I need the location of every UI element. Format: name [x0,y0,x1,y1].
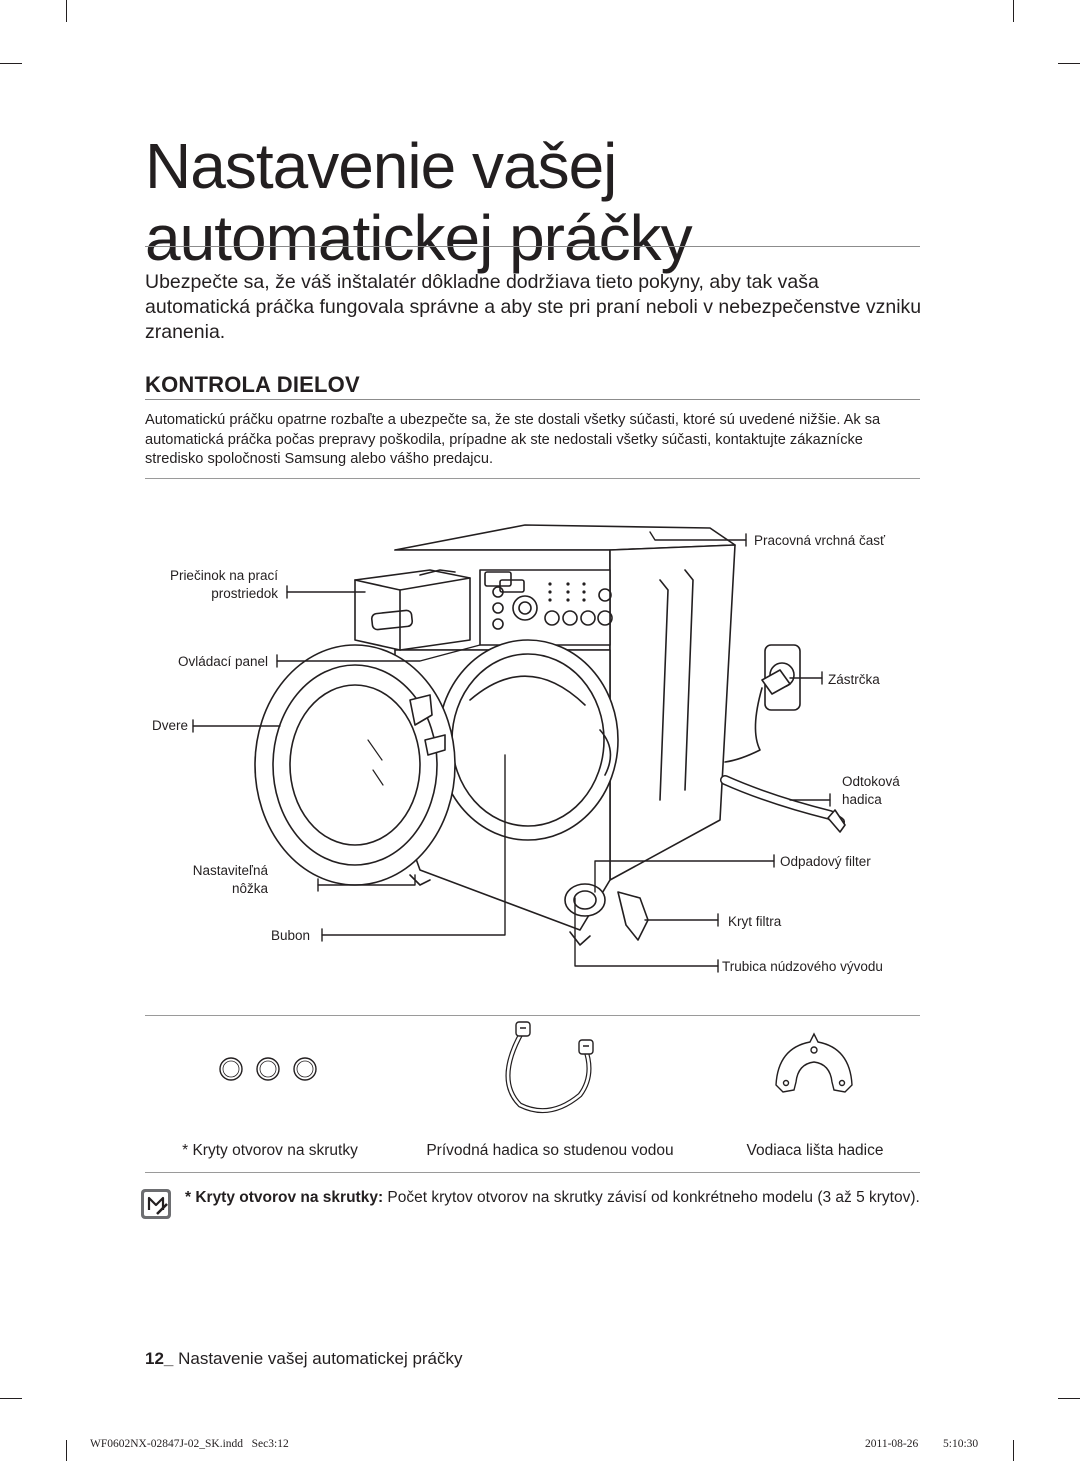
washing-machine-diagram [192,524,846,973]
crop-mark [66,0,67,22]
note-text: * Kryty otvorov na skrutky: Počet krytov… [185,1187,920,1208]
label-top: Pracovná vrchná časť [754,533,886,548]
intro-paragraph: Ubezpečte sa, že váš inštalatér dôkladne… [145,271,922,343]
note-pencil-icon [141,1189,171,1219]
cold-water-hose-icon [505,1021,594,1114]
section-heading: KONTROLA DIELOV [145,372,360,397]
label-debris-filter: Odpadový filter [780,854,871,869]
crop-mark [1058,63,1080,64]
slug-time: 5:10:30 [943,1438,979,1450]
section-divider [145,399,920,400]
note-body: Počet krytov otvorov na skrutky závisí o… [383,1189,920,1206]
crop-mark [1058,1398,1080,1399]
accessories-bottom-divider [145,1172,920,1173]
accessory-label: Prívodná hadica so studenou vodou [426,1142,674,1159]
footer-title: Nastavenie vašej automatickej práčky [173,1349,463,1368]
slug-file: WF0602NX-02847J-02_SK.indd Sec3:12 [90,1438,289,1450]
crop-mark [0,1398,22,1399]
label-drain-hose-2: hadica [842,792,882,807]
section-divider-bottom [145,478,920,479]
crop-mark [1013,1440,1014,1461]
crop-mark [66,1440,67,1461]
label-plug: Zástrčka [828,672,880,687]
label-detergent-drawer-2: prostriedok [211,586,278,601]
title-divider [145,246,920,247]
label-door: Dvere [151,718,188,733]
accessory-label: * Kryty otvorov na skrutky [182,1142,358,1159]
label-adjustable-foot-2: nôžka [231,881,268,896]
section-paragraph: Automatickú práčku opatrne rozbaľte a ub… [145,412,881,467]
crop-mark [0,63,22,64]
label-emergency-drain: Trubica núdzového vývodu [722,959,883,974]
label-drain-hose: Odtoková [842,774,900,789]
page-footer: 12_ Nastavenie vašej automatickej práčky [145,1349,463,1369]
note-bold: * Kryty otvorov na skrutky: [185,1189,384,1206]
page-number: 12_ [145,1349,174,1368]
crop-mark [1013,0,1014,22]
label-control-panel: Ovládací panel [177,654,268,669]
bolt-hole-caps-icon [219,1057,317,1081]
hose-guide-icon [775,1032,853,1093]
accessories-top-divider [145,1015,920,1016]
slug-date: 2011-08-26 [865,1438,919,1450]
label-drum: Bubon [270,928,310,943]
page-title: Nastavenie vašej automatickej práčky [145,130,693,274]
label-adjustable-foot: Nastaviteľná [192,863,268,878]
label-filter-cover: Kryt filtra [728,914,782,929]
label-detergent-drawer: Priečinok na prací [169,568,278,583]
accessory-label: Vodiaca lišta hadice [746,1142,884,1159]
